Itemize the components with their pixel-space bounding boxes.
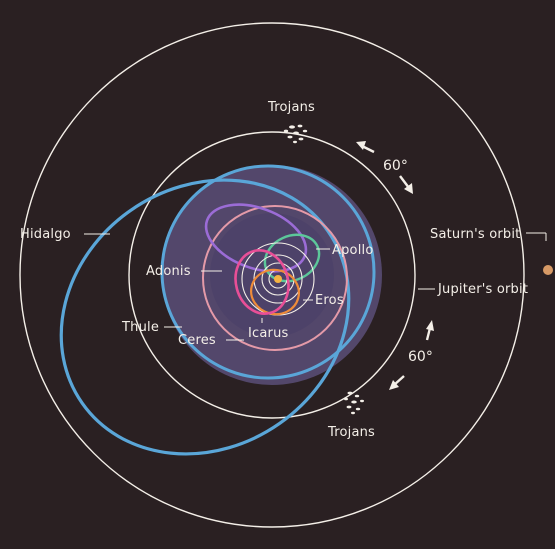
- trojans-bottom-cluster: [344, 391, 364, 415]
- label-eros: Eros: [315, 293, 344, 308]
- hidalgo-orbit: [59, 178, 351, 456]
- label-angle-top: 60°: [383, 158, 408, 174]
- ceres-orbit: [202, 205, 348, 351]
- label-ceres: Ceres: [178, 333, 216, 348]
- icarus-orbit: [234, 249, 290, 315]
- label-trojans-bottom: Trojans: [327, 425, 375, 440]
- label-thule: Thule: [121, 320, 159, 335]
- sun: [274, 275, 282, 283]
- label-trojans-top: Trojans: [267, 100, 315, 115]
- label-icarus: Icarus: [248, 326, 289, 341]
- inner-disk-shade: [210, 213, 334, 337]
- label-angle-bottom: 60°: [408, 349, 433, 365]
- angle-arrows-bottom: [389, 320, 434, 390]
- saturn-planet: [543, 265, 553, 275]
- angle-arrows-top: [356, 141, 413, 194]
- thule-orbit: [160, 164, 376, 380]
- label-hidalgo: Hidalgo: [20, 227, 71, 242]
- label-jupiter-orbit: Jupiter's orbit: [437, 282, 528, 297]
- label-adonis: Adonis: [146, 264, 191, 279]
- label-apollo: Apollo: [332, 243, 373, 258]
- label-saturn-orbit: Saturn's orbit: [430, 227, 520, 242]
- saturn-orbit: [19, 22, 525, 528]
- trojans-top-cluster: [283, 124, 308, 144]
- jupiter-orbit: [128, 131, 416, 419]
- leader-lines: [84, 232, 547, 341]
